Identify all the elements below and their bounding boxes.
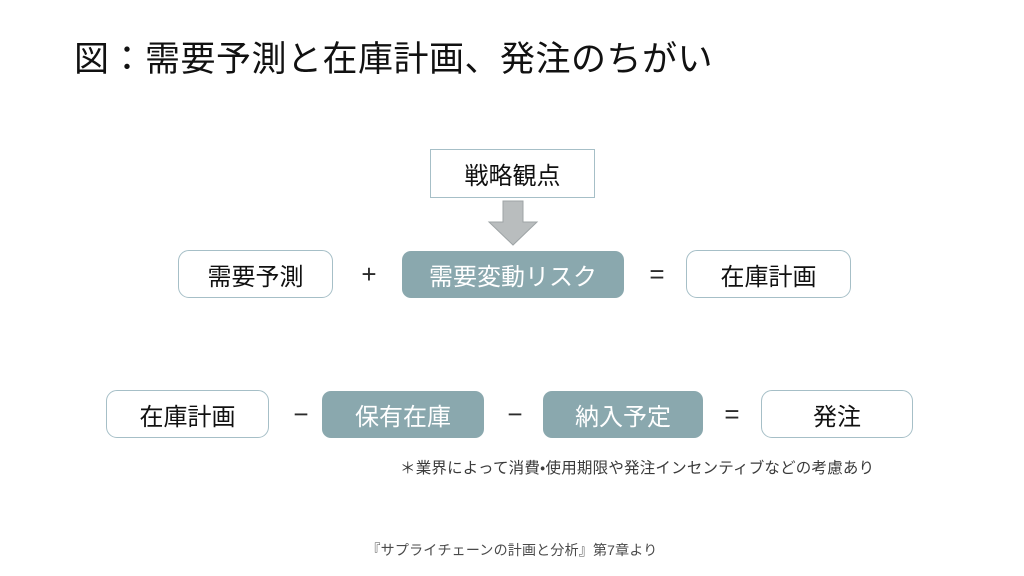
source-citation: 『サプライチェーンの計画と分析』第7章より xyxy=(366,542,658,558)
node-on-hand-inventory: 保有在庫 xyxy=(322,391,484,438)
footnote-text: ＊業界によって消費・使用期限や発注インセンティブなどの考慮あり xyxy=(400,460,875,477)
arrow-down-icon xyxy=(487,200,539,246)
node-inventory-plan-input: 在庫計画 xyxy=(106,390,269,438)
node-demand-variability-risk: 需要変動リスク xyxy=(402,251,624,298)
operator-minus-1: − xyxy=(293,398,309,429)
operator-equals-1: = xyxy=(649,258,665,289)
page-title: 図：需要予測と在庫計画、発注のちがい xyxy=(74,40,714,79)
node-scheduled-receipts: 納入予定 xyxy=(543,391,703,438)
node-strategy-viewpoint: 戦略観点 xyxy=(430,149,595,198)
node-demand-forecast: 需要予測 xyxy=(178,250,333,298)
node-inventory-plan-result: 在庫計画 xyxy=(686,250,851,298)
node-order-result: 発注 xyxy=(761,390,913,438)
operator-equals-2: = xyxy=(724,398,740,429)
operator-minus-2: − xyxy=(507,398,523,429)
operator-plus: + xyxy=(361,258,377,289)
